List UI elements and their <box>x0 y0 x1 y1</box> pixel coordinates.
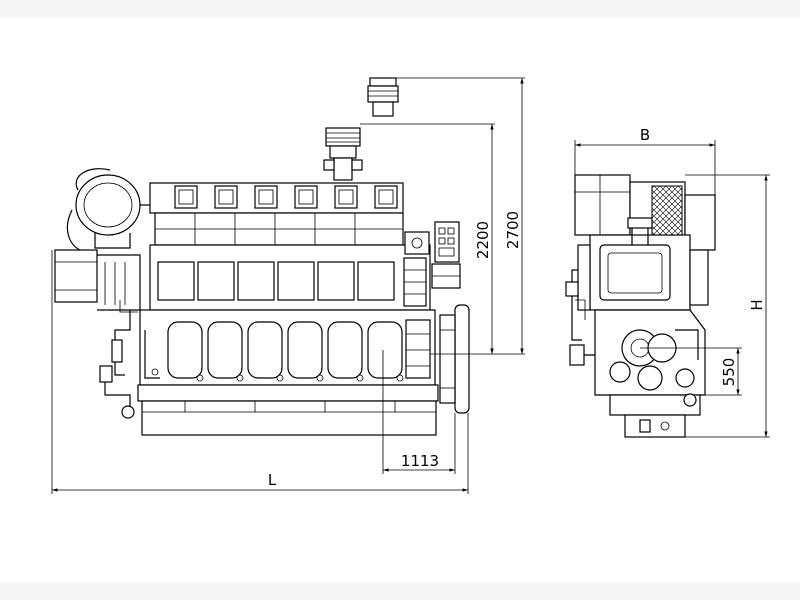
flywheel <box>439 304 470 414</box>
control-panel <box>404 221 461 289</box>
left-piping <box>99 300 138 419</box>
end-view-dimensions <box>574 140 770 438</box>
bottom-margin-band <box>0 582 800 600</box>
dim-2700-label: 2700 <box>504 211 522 249</box>
dim-B-label: B <box>640 126 650 144</box>
side-view <box>54 77 470 436</box>
dim-1113-label: 1113 <box>401 452 439 470</box>
bedplate <box>137 384 439 436</box>
dim-H-label: H <box>748 299 766 310</box>
end-sump <box>609 393 701 438</box>
turbocharger <box>66 168 150 251</box>
exhaust-manifold <box>154 212 404 246</box>
side-view-dimensions <box>51 77 525 494</box>
end-turbo-housing <box>574 174 716 251</box>
air-cooler <box>54 249 141 311</box>
dim-2200-label: 2200 <box>474 221 492 259</box>
end-upper-block <box>577 217 709 311</box>
dim-550-label: 550 <box>720 358 738 387</box>
cylinder-head-covers <box>149 182 404 214</box>
upper-block <box>149 244 431 311</box>
dim-L-label: L <box>268 471 277 489</box>
exhaust-outlet-2200 <box>323 127 363 181</box>
end-view <box>565 174 716 438</box>
crankcase <box>139 309 436 386</box>
exhaust-outlet-2700 <box>367 77 399 117</box>
top-margin-band <box>0 0 800 18</box>
end-crankcase <box>594 309 706 396</box>
